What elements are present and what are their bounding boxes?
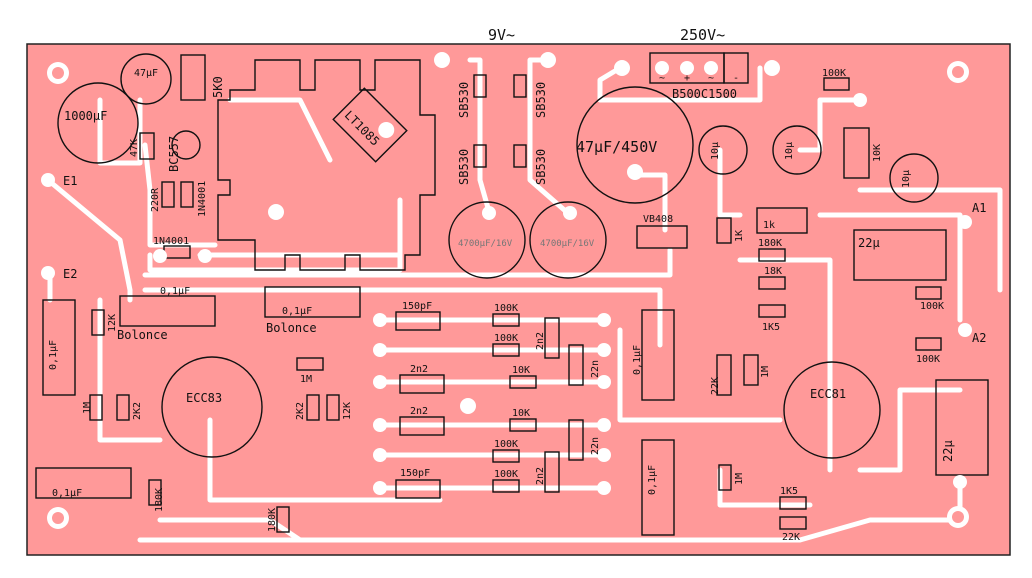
label: 180K (154, 488, 165, 512)
label: 180K (758, 238, 782, 249)
label: 47µF/450V (576, 138, 657, 156)
label: ~ (659, 73, 665, 84)
label: 47µF (134, 68, 158, 79)
mounting-holes (47, 61, 969, 529)
label: 100K (494, 469, 518, 480)
label: VB408 (643, 214, 673, 225)
label-250v: 250V~ (680, 26, 725, 44)
label: 2n2 (535, 332, 546, 350)
label: 1k (763, 220, 775, 231)
label: 0,1µF (647, 465, 658, 495)
label: - (733, 73, 739, 84)
label: B500C1500 (672, 87, 737, 101)
label: 1N4001 (197, 181, 208, 217)
label: 10µ (710, 142, 721, 160)
label: SB530 (534, 149, 548, 185)
label: E2 (63, 267, 77, 281)
label: E1 (63, 174, 77, 188)
label: A1 (972, 201, 986, 215)
label: 2K2 (132, 402, 143, 420)
board (26, 43, 1011, 556)
label: 2n2 (535, 467, 546, 485)
label: 4700µF/16V (458, 239, 513, 249)
component-labels: 47µF 5K0 1000µF 47K BC557 E1 220R 1N4001… (48, 68, 986, 543)
label: 180K (267, 508, 278, 532)
label: 220R (150, 187, 161, 212)
label: 10K (512, 408, 530, 419)
label: 10µ (784, 142, 795, 160)
label: 1K5 (780, 486, 798, 497)
supply-labels: 9V~ 250V~ (488, 26, 725, 44)
label: 1K (734, 230, 745, 242)
label: 22K (710, 377, 721, 395)
label: 100K (822, 68, 846, 79)
label: 1M (760, 366, 771, 378)
label: 5K0 (211, 76, 225, 98)
label: 2n2 (410, 406, 428, 417)
label: 0,1µF (52, 488, 82, 499)
label: 10µ (901, 170, 912, 188)
label: 22µ (858, 236, 880, 250)
label: BC557 (167, 136, 181, 172)
label: 150pF (400, 468, 430, 479)
label: 150pF (402, 301, 432, 312)
label: 100K (916, 354, 940, 365)
label: ECC81 (810, 387, 846, 401)
label: 1K5 (762, 322, 780, 333)
label: 1M (300, 374, 312, 385)
component-outlines (35, 52, 989, 536)
label: 22n (590, 437, 601, 455)
label: Bolonce (266, 321, 317, 335)
label: 1N4001 (153, 236, 189, 247)
label: 10K (872, 144, 883, 162)
label: SB530 (457, 149, 471, 185)
label: SB530 (534, 82, 548, 118)
label: 10K (512, 365, 530, 376)
solder-pads (41, 52, 972, 495)
label: 100K (920, 301, 944, 312)
label: 100K (494, 439, 518, 450)
label: 22µ (941, 440, 955, 462)
label: 1000µF (64, 109, 107, 123)
heatsink-outline (217, 59, 436, 271)
label: 1M (82, 402, 93, 414)
label: ECC83 (186, 391, 222, 405)
label: 4700µF/16V (540, 239, 595, 249)
label: 1M (734, 473, 745, 485)
label: 47K (129, 139, 140, 157)
label: ~ (708, 73, 714, 84)
label: 100K (494, 333, 518, 344)
copper-traces (45, 57, 1003, 543)
label: 100K (494, 303, 518, 314)
label-9v: 9V~ (488, 26, 515, 44)
label: + (684, 73, 690, 84)
label: Bolonce (117, 328, 168, 342)
label: SB530 (457, 82, 471, 118)
label: 0,1µF (48, 340, 59, 370)
label: 12K (342, 402, 353, 420)
label: 22K (782, 532, 800, 543)
label: 0,1µF (160, 286, 190, 297)
label: 22n (590, 360, 601, 378)
label: A2 (972, 331, 986, 345)
label: 2n2 (410, 364, 428, 375)
label: 18K (764, 266, 782, 277)
label: 0,1µF (282, 306, 312, 317)
label: 12K (107, 314, 118, 332)
label: 2K2 (295, 402, 306, 420)
label: 0,1µF (632, 345, 643, 375)
